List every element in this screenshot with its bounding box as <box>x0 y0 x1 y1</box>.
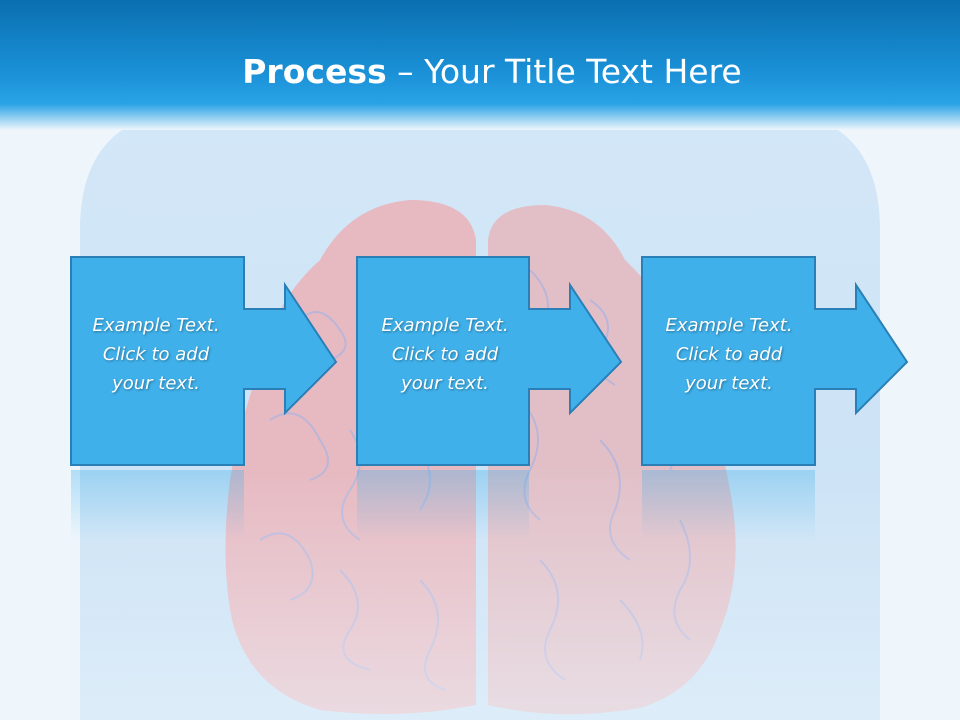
process-step-1-text[interactable]: Example Text. Click to add your text. <box>71 311 241 398</box>
process-step-3-text[interactable]: Example Text. Click to add your text. <box>644 311 814 398</box>
slide-title-bold: Process <box>242 52 387 91</box>
step-3-line-3: your text. <box>685 373 773 394</box>
step-2-line-3: your text. <box>401 373 489 394</box>
step-reflections <box>71 470 815 540</box>
step-2-line-2: Click to add <box>391 344 499 365</box>
step-2-line-1: Example Text. <box>381 315 509 336</box>
step-1-line-1: Example Text. <box>92 315 220 336</box>
process-step-2-text[interactable]: Example Text. Click to add your text. <box>360 311 530 398</box>
slide-title: Process – Your Title Text Here <box>0 52 960 91</box>
slide-title-rest: – Your Title Text Here <box>386 52 742 91</box>
step-1-line-3: your text. <box>112 373 200 394</box>
step-3-line-1: Example Text. <box>665 315 793 336</box>
step-1-line-2: Click to add <box>102 344 210 365</box>
process-step-3-shape <box>641 256 909 466</box>
process-step-2-shape <box>356 256 623 466</box>
process-step-1-shape <box>70 256 338 466</box>
step-3-line-2: Click to add <box>675 344 783 365</box>
header-band <box>0 0 960 130</box>
